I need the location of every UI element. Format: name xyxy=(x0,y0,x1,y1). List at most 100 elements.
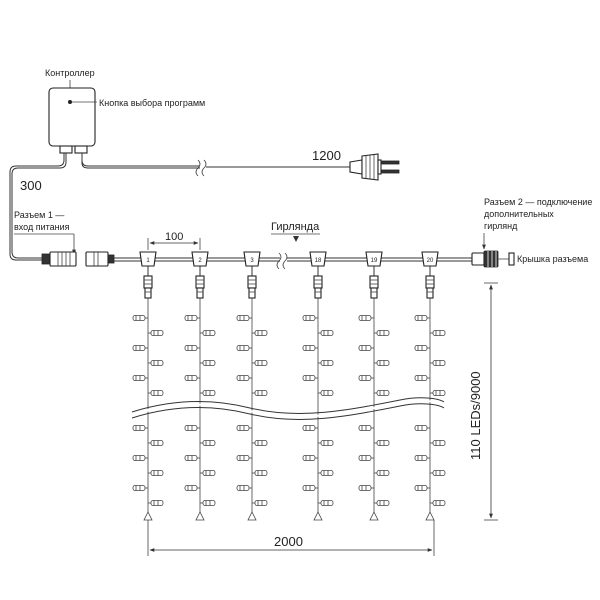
led-icon xyxy=(252,470,268,476)
led-icon xyxy=(148,500,164,506)
led-string-3 xyxy=(236,298,268,521)
led-icon xyxy=(318,500,334,506)
led-icon xyxy=(132,345,148,351)
connector1-plug-icon xyxy=(41,251,77,267)
led-icon xyxy=(132,485,148,491)
led-icon xyxy=(200,360,216,366)
led-icon xyxy=(236,345,252,351)
led-icon xyxy=(200,440,216,446)
led-icon xyxy=(358,345,374,351)
led-icon xyxy=(430,500,446,506)
led-string-1 xyxy=(132,298,164,521)
led-icon xyxy=(302,315,318,321)
led-icon xyxy=(252,330,268,336)
led-icon xyxy=(414,425,430,431)
led-icon xyxy=(358,455,374,461)
led-icon xyxy=(200,390,216,396)
led-icon xyxy=(414,485,430,491)
led-icon xyxy=(148,330,164,336)
led-icon xyxy=(236,425,252,431)
connector-node-number: 19 xyxy=(371,258,378,264)
connector2-label-line3: гирлянд xyxy=(484,221,518,231)
led-icon xyxy=(200,470,216,476)
connector-node-3: 3 xyxy=(243,251,261,299)
led-icon xyxy=(132,425,148,431)
led-icon xyxy=(374,330,390,336)
garland-input-socket-icon xyxy=(85,251,115,267)
connector-node-2: 2 xyxy=(191,251,209,299)
led-icon xyxy=(184,485,200,491)
connector-node-19: 19 xyxy=(365,251,383,299)
led-strings xyxy=(132,298,446,521)
led-icon xyxy=(430,440,446,446)
led-icon xyxy=(302,455,318,461)
led-string-2 xyxy=(184,298,216,521)
connector-node-number: 18 xyxy=(315,258,322,264)
led-icon xyxy=(414,315,430,321)
led-icon xyxy=(358,485,374,491)
connector-node-number: 20 xyxy=(427,258,434,264)
led-string-20 xyxy=(414,298,446,521)
led-icon xyxy=(430,470,446,476)
connector-node-1: 1 xyxy=(139,251,157,299)
connector2-label-line1: Разъем 2 — подключение xyxy=(484,197,592,207)
connector-node-number: 3 xyxy=(250,258,254,264)
led-icon xyxy=(184,345,200,351)
length-1200-label: 1200 xyxy=(312,148,341,163)
led-string-18 xyxy=(302,298,334,521)
led-icon xyxy=(236,455,252,461)
led-icon xyxy=(318,390,334,396)
connector-nodes: 1 2 3 18 19 20 xyxy=(139,251,439,299)
led-icon xyxy=(430,360,446,366)
led-icon xyxy=(414,345,430,351)
height-label: 110 LEDs/9000 xyxy=(468,371,483,460)
led-icon xyxy=(318,330,334,336)
connector1-label-line1: Разъем 1 — xyxy=(14,210,64,220)
connector-cap-label: Крышка разъема xyxy=(517,254,588,264)
program-button-label: Кнопка выбора программ xyxy=(99,98,205,108)
main-bus-wire xyxy=(114,252,472,270)
led-icon xyxy=(148,360,164,366)
led-icon xyxy=(358,315,374,321)
led-icon xyxy=(414,455,430,461)
led-icon xyxy=(148,390,164,396)
led-icon xyxy=(200,500,216,506)
led-icon xyxy=(318,470,334,476)
button-dot-icon xyxy=(68,100,72,104)
led-icon xyxy=(430,390,446,396)
connector-node-number: 2 xyxy=(198,258,202,264)
power-plug-icon xyxy=(349,153,400,181)
led-icon xyxy=(132,455,148,461)
led-icon xyxy=(374,440,390,446)
led-icon xyxy=(236,315,252,321)
led-icon xyxy=(200,330,216,336)
led-icon xyxy=(414,375,430,381)
led-icon xyxy=(252,500,268,506)
led-icon xyxy=(252,390,268,396)
controller-label: Контроллер xyxy=(45,68,95,78)
led-icon xyxy=(302,485,318,491)
connector2-label-line2: дополнительных xyxy=(484,209,554,219)
led-icon xyxy=(132,315,148,321)
led-icon xyxy=(358,425,374,431)
led-icon xyxy=(374,470,390,476)
led-icon xyxy=(374,500,390,506)
led-icon xyxy=(236,375,252,381)
connector-node-number: 1 xyxy=(146,258,150,264)
led-icon xyxy=(302,345,318,351)
length-300-label: 300 xyxy=(20,178,42,193)
controller-box-icon xyxy=(48,87,96,154)
connector2-socket-icon xyxy=(471,250,499,268)
connector-node-18: 18 xyxy=(309,251,327,299)
led-icon xyxy=(374,360,390,366)
led-icon xyxy=(252,440,268,446)
led-icon xyxy=(132,375,148,381)
led-icon xyxy=(302,425,318,431)
led-icon xyxy=(318,360,334,366)
length-100-label: 100 xyxy=(165,231,183,243)
led-icon xyxy=(184,425,200,431)
connector-node-20: 20 xyxy=(421,251,439,299)
width-label: 2000 xyxy=(274,534,303,549)
led-icon xyxy=(358,375,374,381)
